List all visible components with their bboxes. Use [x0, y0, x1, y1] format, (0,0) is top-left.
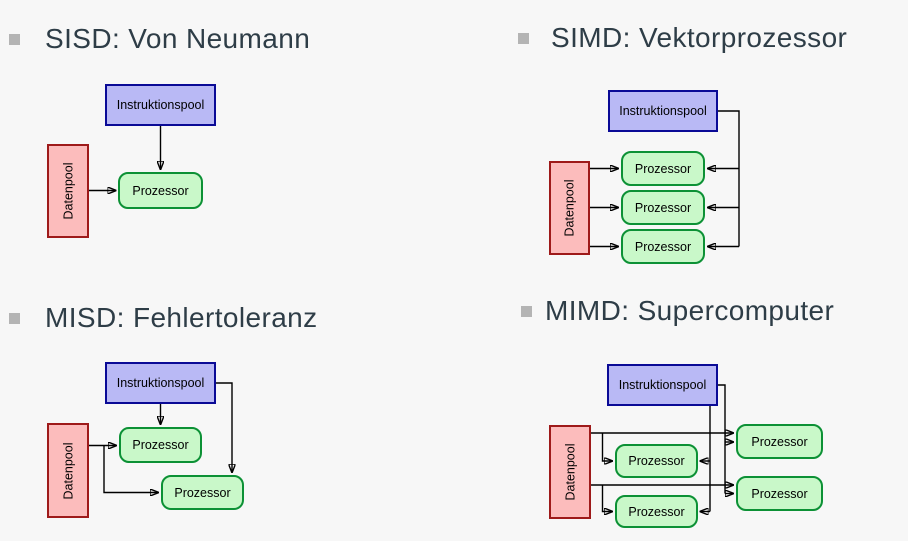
bullet-square-icon: [9, 313, 20, 324]
instruction-pool-box: Instruktionspool: [607, 364, 718, 406]
arrow-mimd-data-to-inner-proc1: [601, 433, 613, 461]
section-title-sisd: SISD: Von Neumann: [45, 23, 311, 54]
processor-box: Prozessor: [621, 229, 705, 264]
processor-box: Prozessor: [621, 190, 705, 225]
arrow-mimd-data-to-inner-proc2: [601, 485, 613, 512]
processor-box: Prozessor: [118, 172, 203, 209]
processor-box: Prozessor: [615, 495, 698, 528]
processor-box: Prozessor: [615, 444, 698, 478]
data-pool-box: Datenpool: [47, 423, 89, 518]
processor-box: Prozessor: [161, 475, 244, 510]
data-pool-label: Datenpool: [563, 443, 577, 501]
processor-label: Prozessor: [628, 504, 685, 519]
processor-label: Prozessor: [174, 485, 231, 500]
processor-label: Prozessor: [751, 486, 808, 501]
processor-label: Prozessor: [751, 434, 808, 449]
processor-label: Prozessor: [132, 183, 189, 198]
processor-label: Prozessor: [634, 239, 692, 254]
instruction-pool-box: Instruktionspool: [105, 362, 216, 404]
processor-label: Prozessor: [132, 438, 189, 452]
data-pool-box: Datenpool: [549, 161, 590, 255]
instruction-pool-box: Instruktionspool: [105, 84, 216, 126]
line-mimd-instruction-bus-right: [718, 384, 726, 494]
arrow-misd-data-to-proc2: [103, 445, 159, 493]
instruction-pool-label: Instruktionspool: [619, 104, 707, 118]
instruction-pool-label: Instruktionspool: [116, 376, 205, 390]
instruction-pool-box: Instruktionspool: [608, 90, 718, 132]
section-title-mimd: MIMD: Supercomputer: [545, 295, 835, 326]
processor-label: Prozessor: [634, 200, 692, 215]
processor-box: Prozessor: [736, 424, 823, 459]
processor-label: Prozessor: [628, 454, 685, 468]
instruction-pool-label: Instruktionspool: [116, 98, 205, 112]
instruction-pool-label: Instruktionspool: [618, 378, 707, 392]
processor-box: Prozessor: [119, 427, 202, 463]
data-pool-label: Datenpool: [61, 442, 75, 499]
data-pool-box: Datenpool: [47, 144, 89, 238]
bullet-square-icon: [518, 33, 529, 44]
data-pool-label: Datenpool: [61, 162, 75, 220]
section-title-simd: SIMD: Vektorprozessor: [551, 22, 848, 53]
line-simd-instruction-bus: [718, 110, 740, 247]
processor-label: Prozessor: [634, 161, 692, 176]
bullet-square-icon: [521, 306, 532, 317]
processor-box: Prozessor: [621, 151, 705, 186]
arrow-misd-instr-to-proc2: [216, 382, 232, 473]
bullet-square-icon: [9, 34, 20, 45]
data-pool-label: Datenpool: [562, 179, 577, 237]
section-title-misd: MISD: Fehlertoleranz: [45, 302, 318, 333]
processor-box: Prozessor: [736, 476, 823, 511]
data-pool-box: Datenpool: [549, 425, 591, 519]
